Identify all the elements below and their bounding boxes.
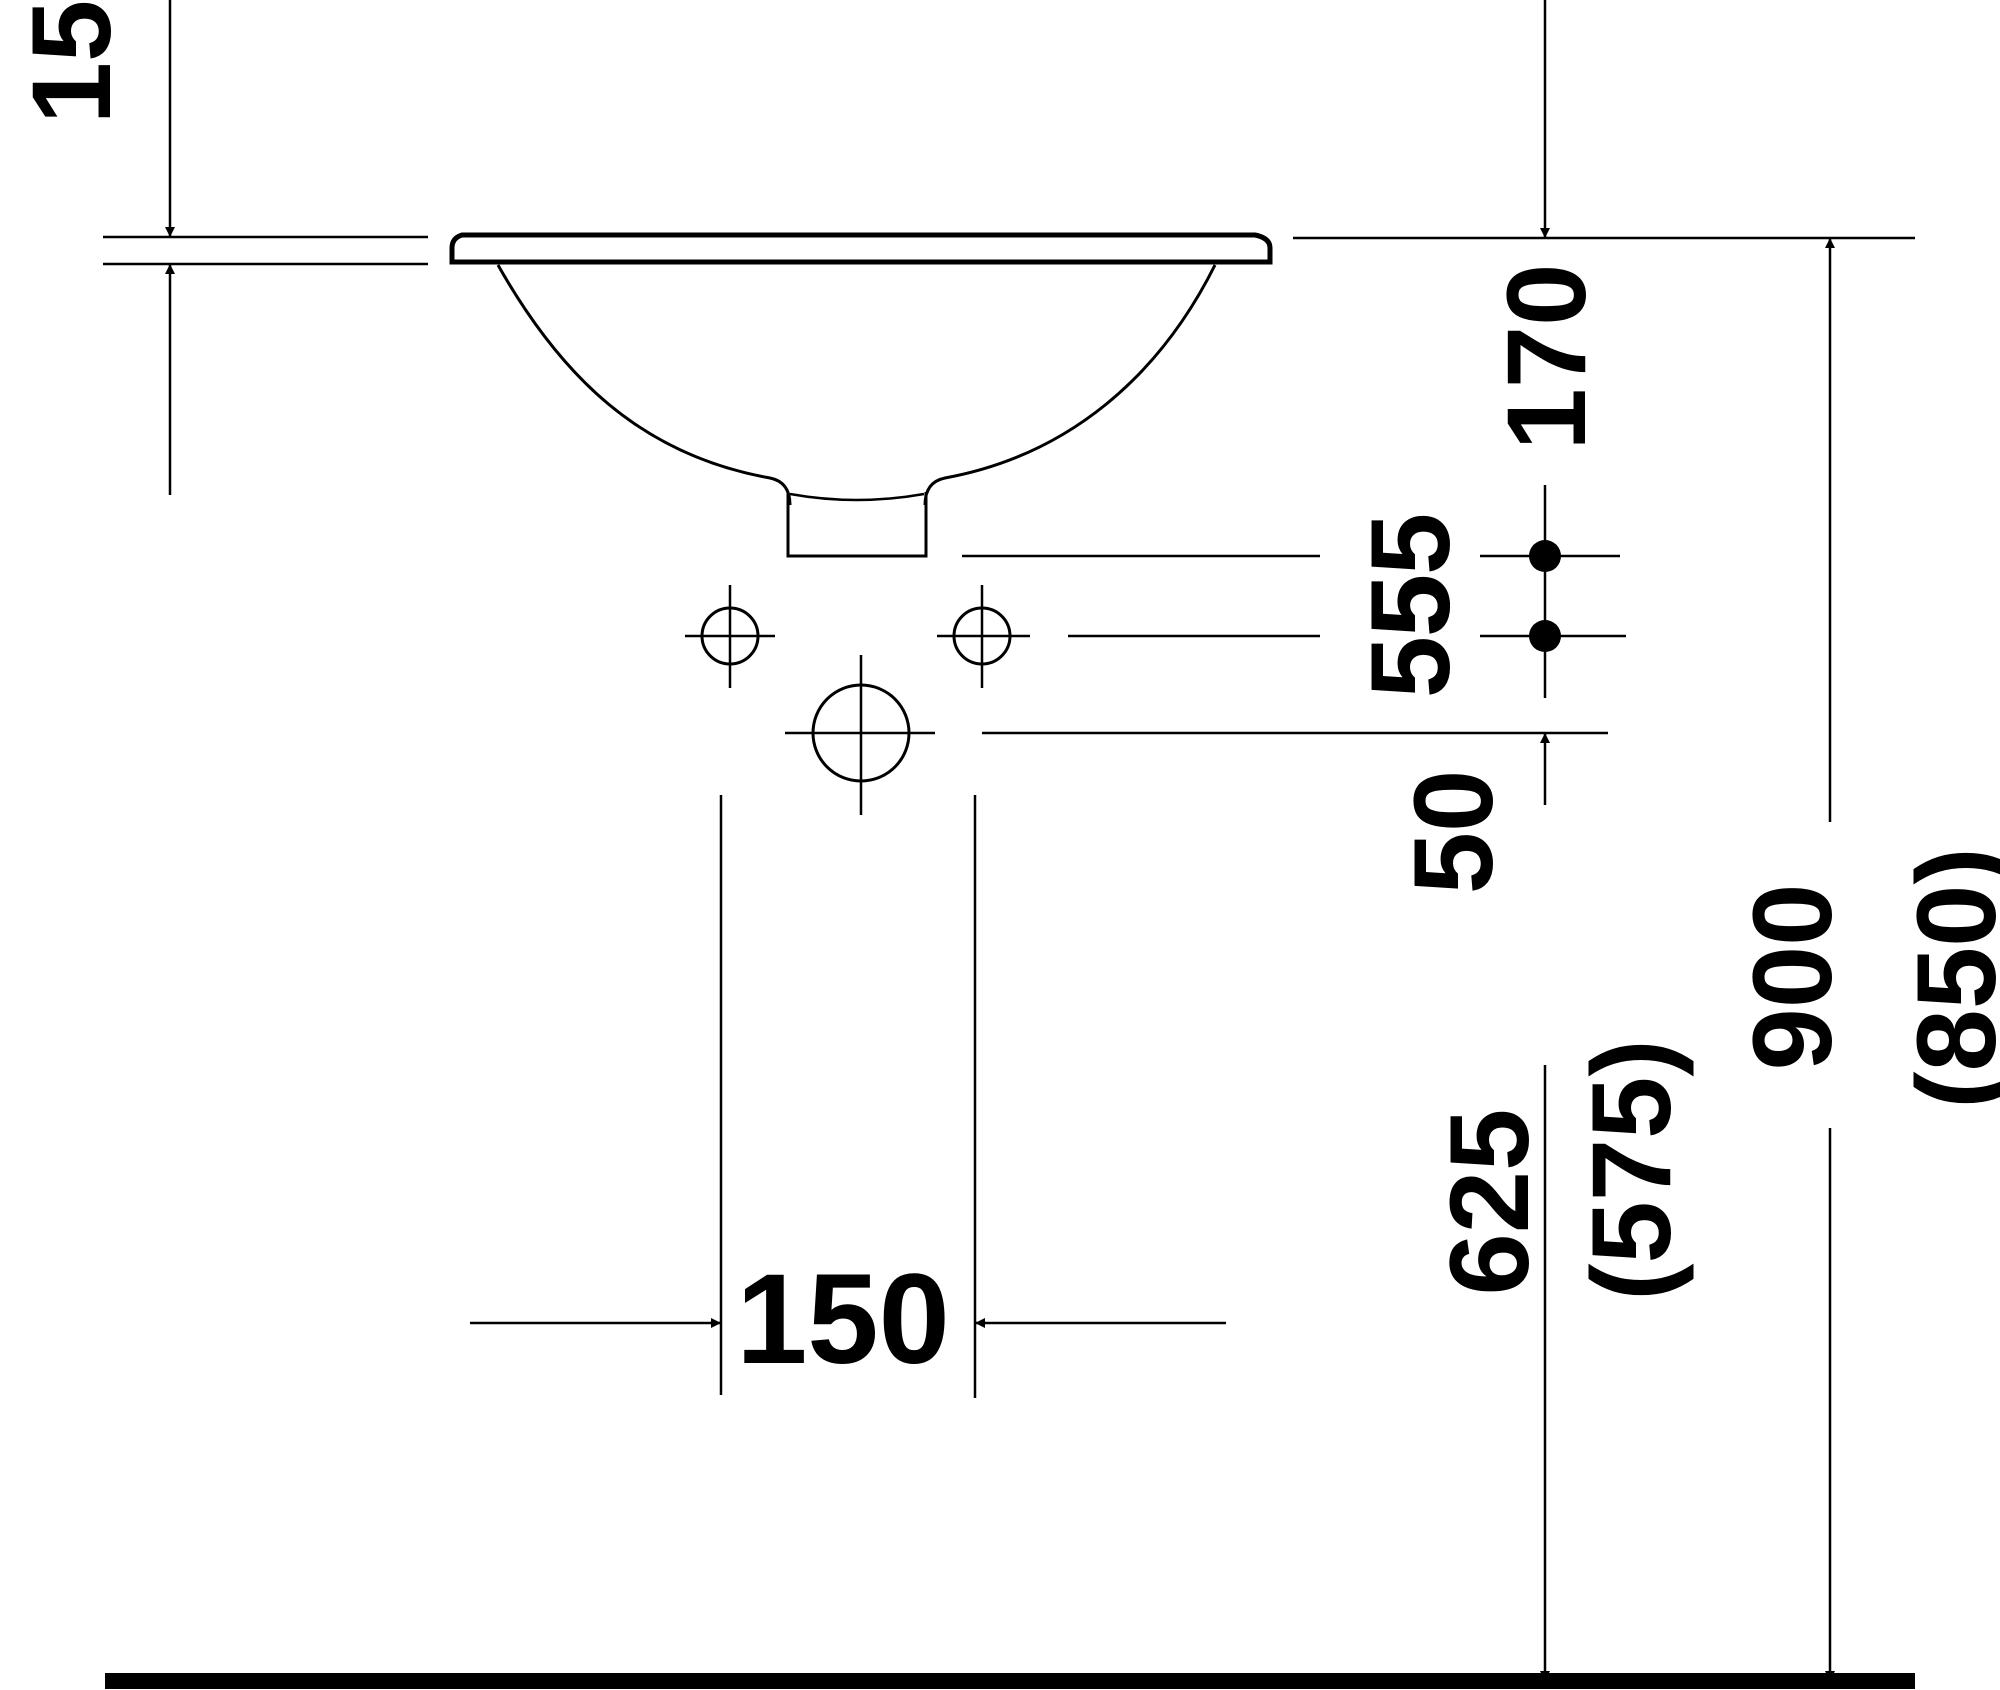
dim-bowl-depth [962, 0, 1915, 698]
dim-label-waste-height-alt: (575) [1569, 1039, 1694, 1300]
dim-tap-spacing [470, 795, 1226, 1398]
dim-label-tap-offset-2-visible: 55 [1348, 574, 1473, 699]
dim-label-rim-thickness: 15 [9, 0, 134, 124]
basin-outline [449, 232, 1273, 558]
dim-label-tap-offset-1: 55 [1348, 513, 1473, 638]
dim-label-tap-spacing: 150 [736, 1248, 950, 1391]
tap-hole-left [685, 585, 775, 688]
dim-rim-thickness [103, 0, 428, 495]
dim-waste-height [982, 731, 1608, 1681]
dim-label-waste-height: 625 [1427, 1109, 1552, 1296]
dim-dot-lower [1529, 620, 1561, 652]
dim-dot-upper [1529, 540, 1561, 572]
dim-label-bowl-depth: 170 [1484, 264, 1609, 451]
tap-hole-right [937, 585, 1030, 688]
dim-label-rim-height-alt: (850) [1894, 847, 2000, 1108]
dim-label-rim-height: 900 [1730, 884, 1855, 1071]
dim-label-waste-offset: 50 [1391, 770, 1516, 895]
waste-outlet [785, 655, 935, 815]
